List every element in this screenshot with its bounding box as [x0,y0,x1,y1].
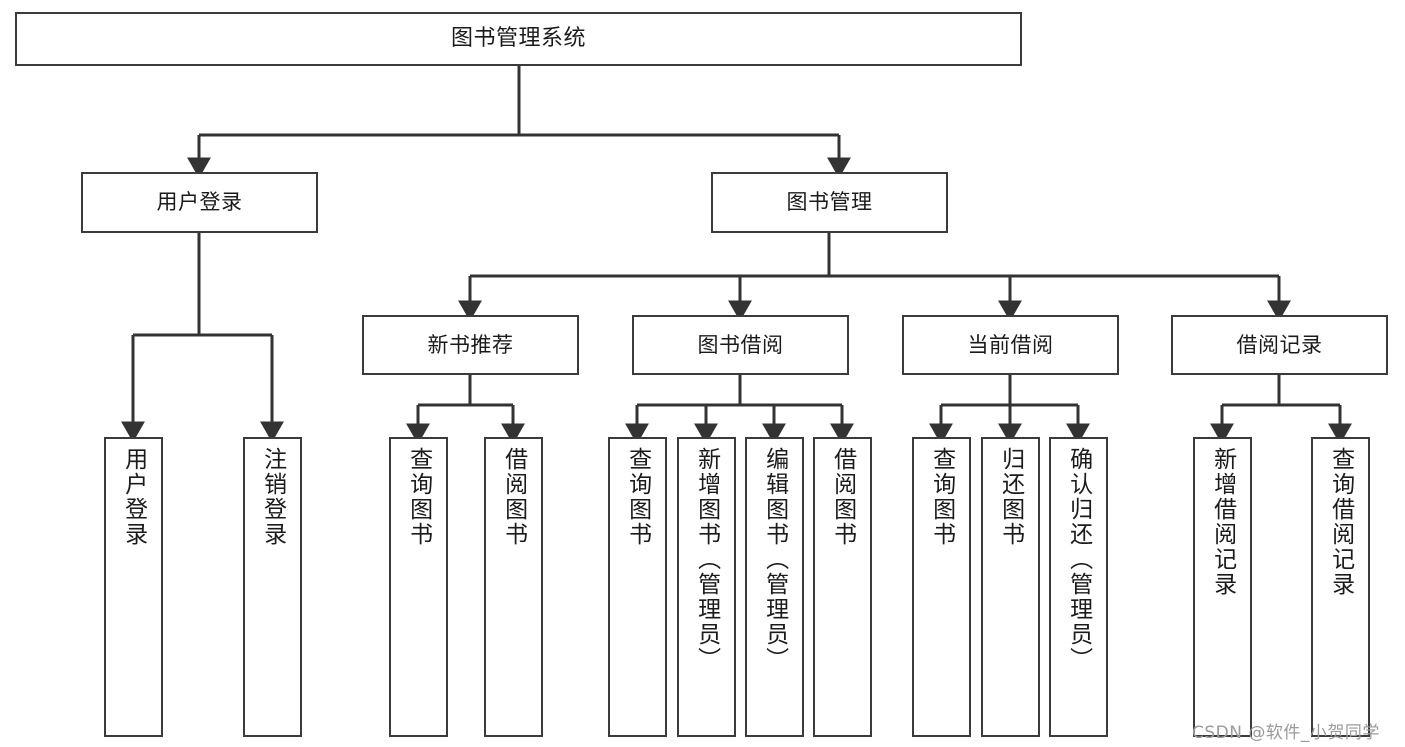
node-leaf-user-logout[interactable]: 注销登录 [243,437,302,737]
csdn-watermark: CSDN @软件_小贺同学 [1192,723,1380,743]
node-label: 查询借阅记录 [1327,447,1354,597]
node-label: 用户登录 [120,447,147,547]
node-label: 图书管理 [786,190,873,215]
node-label: 借阅图书 [500,447,527,547]
node-label: 借阅记录 [1236,332,1323,357]
node-leaf-confirm-return[interactable]: 确认归还（管理员） [1049,437,1108,737]
node-label: 归还图书 [997,447,1024,547]
node-label: 图书管理系统 [450,26,586,52]
node-label: 新书推荐 [427,332,514,357]
node-label: 确认归还（管理员） [1065,447,1092,672]
node-borrow-record[interactable]: 借阅记录 [1171,315,1388,375]
node-leaf-query-book-1[interactable]: 查询图书 [389,437,448,737]
node-book-manage[interactable]: 图书管理 [711,172,948,233]
node-label: 图书借阅 [697,332,784,357]
node-label: 用户登录 [156,190,243,215]
node-leaf-return-book[interactable]: 归还图书 [981,437,1040,737]
node-label: 编辑图书（管理员） [761,447,788,672]
node-label: 当前借阅 [967,332,1054,357]
node-label: 新增图书（管理员） [693,447,720,672]
node-label: 查询图书 [405,447,432,547]
node-label: 查询图书 [928,447,955,547]
node-leaf-query-record[interactable]: 查询借阅记录 [1311,437,1370,737]
node-leaf-edit-book[interactable]: 编辑图书（管理员） [745,437,804,737]
node-leaf-query-book-2[interactable]: 查询图书 [608,437,667,737]
node-user-login[interactable]: 用户登录 [81,172,318,233]
node-book-borrow[interactable]: 图书借阅 [632,315,849,375]
node-leaf-borrow-book-2[interactable]: 借阅图书 [813,437,872,737]
node-leaf-borrow-book-1[interactable]: 借阅图书 [484,437,543,737]
node-label: 查询图书 [624,447,651,547]
node-current-borrow[interactable]: 当前借阅 [902,315,1119,375]
node-leaf-add-record[interactable]: 新增借阅记录 [1193,437,1252,737]
node-new-book-recommend[interactable]: 新书推荐 [362,315,579,375]
node-root-book-management-system[interactable]: 图书管理系统 [15,12,1022,66]
node-leaf-query-book-3[interactable]: 查询图书 [912,437,971,737]
node-label: 借阅图书 [829,447,856,547]
node-leaf-add-book[interactable]: 新增图书（管理员） [677,437,736,737]
node-label: 新增借阅记录 [1209,447,1236,597]
node-leaf-user-login[interactable]: 用户登录 [104,437,163,737]
node-label: 注销登录 [259,447,286,547]
